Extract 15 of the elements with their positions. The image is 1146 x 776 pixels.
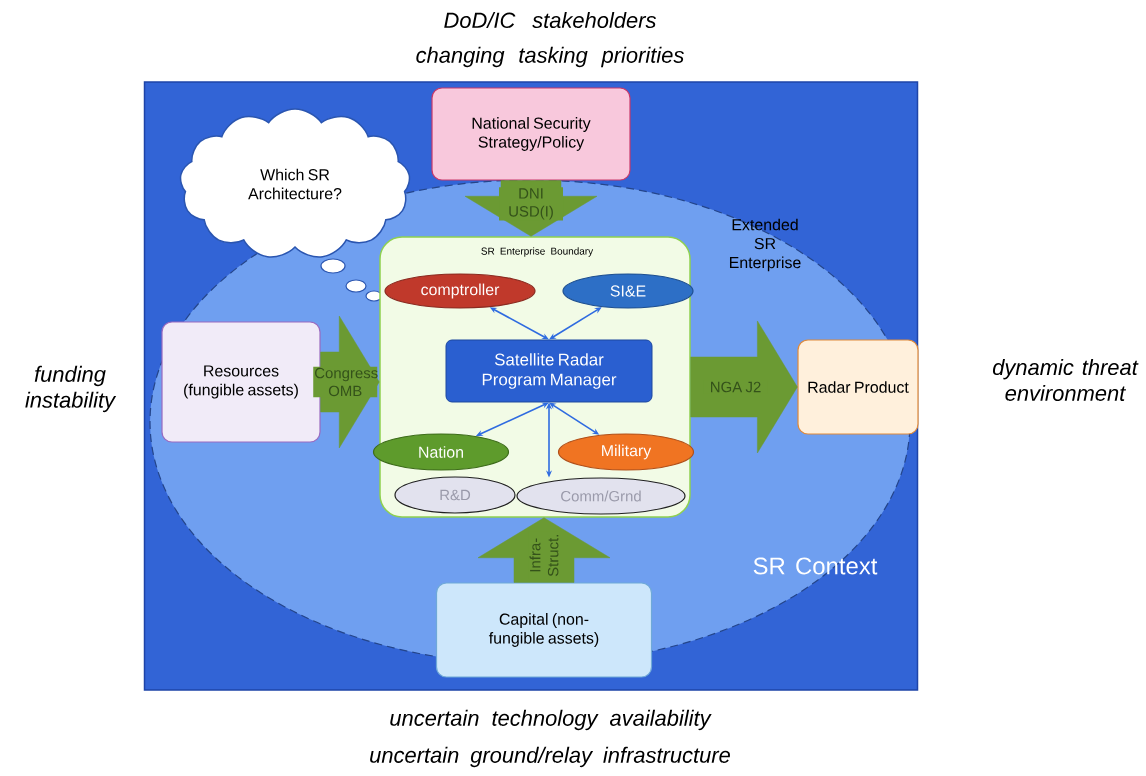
policy-box: National Security Strategy/Policy [431, 87, 631, 181]
context-note: funding instability [25, 365, 117, 413]
capital-box: Capital (non-fungible assets) [435, 582, 653, 678]
block-arrow [690, 320, 798, 454]
context-note: changing tasking priorities [416, 46, 684, 68]
context-note: dynamic threat environment [992, 359, 1139, 401]
context-note: uncertain technology availability [390, 709, 712, 731]
arrow [549, 307, 602, 340]
edge-label: Infra- Struct. [528, 531, 560, 580]
edge-label: DNI USD(I) [499, 187, 563, 221]
thought-cloud: Which SR Architecture? [179, 108, 411, 302]
context-note: uncertain ground/relay infrastructure [370, 746, 730, 768]
context-note: DoD/IC stakeholders [444, 11, 656, 29]
manager-box: Satellite Radar Program Manager [445, 339, 653, 403]
product-box: Radar Product [797, 339, 919, 435]
